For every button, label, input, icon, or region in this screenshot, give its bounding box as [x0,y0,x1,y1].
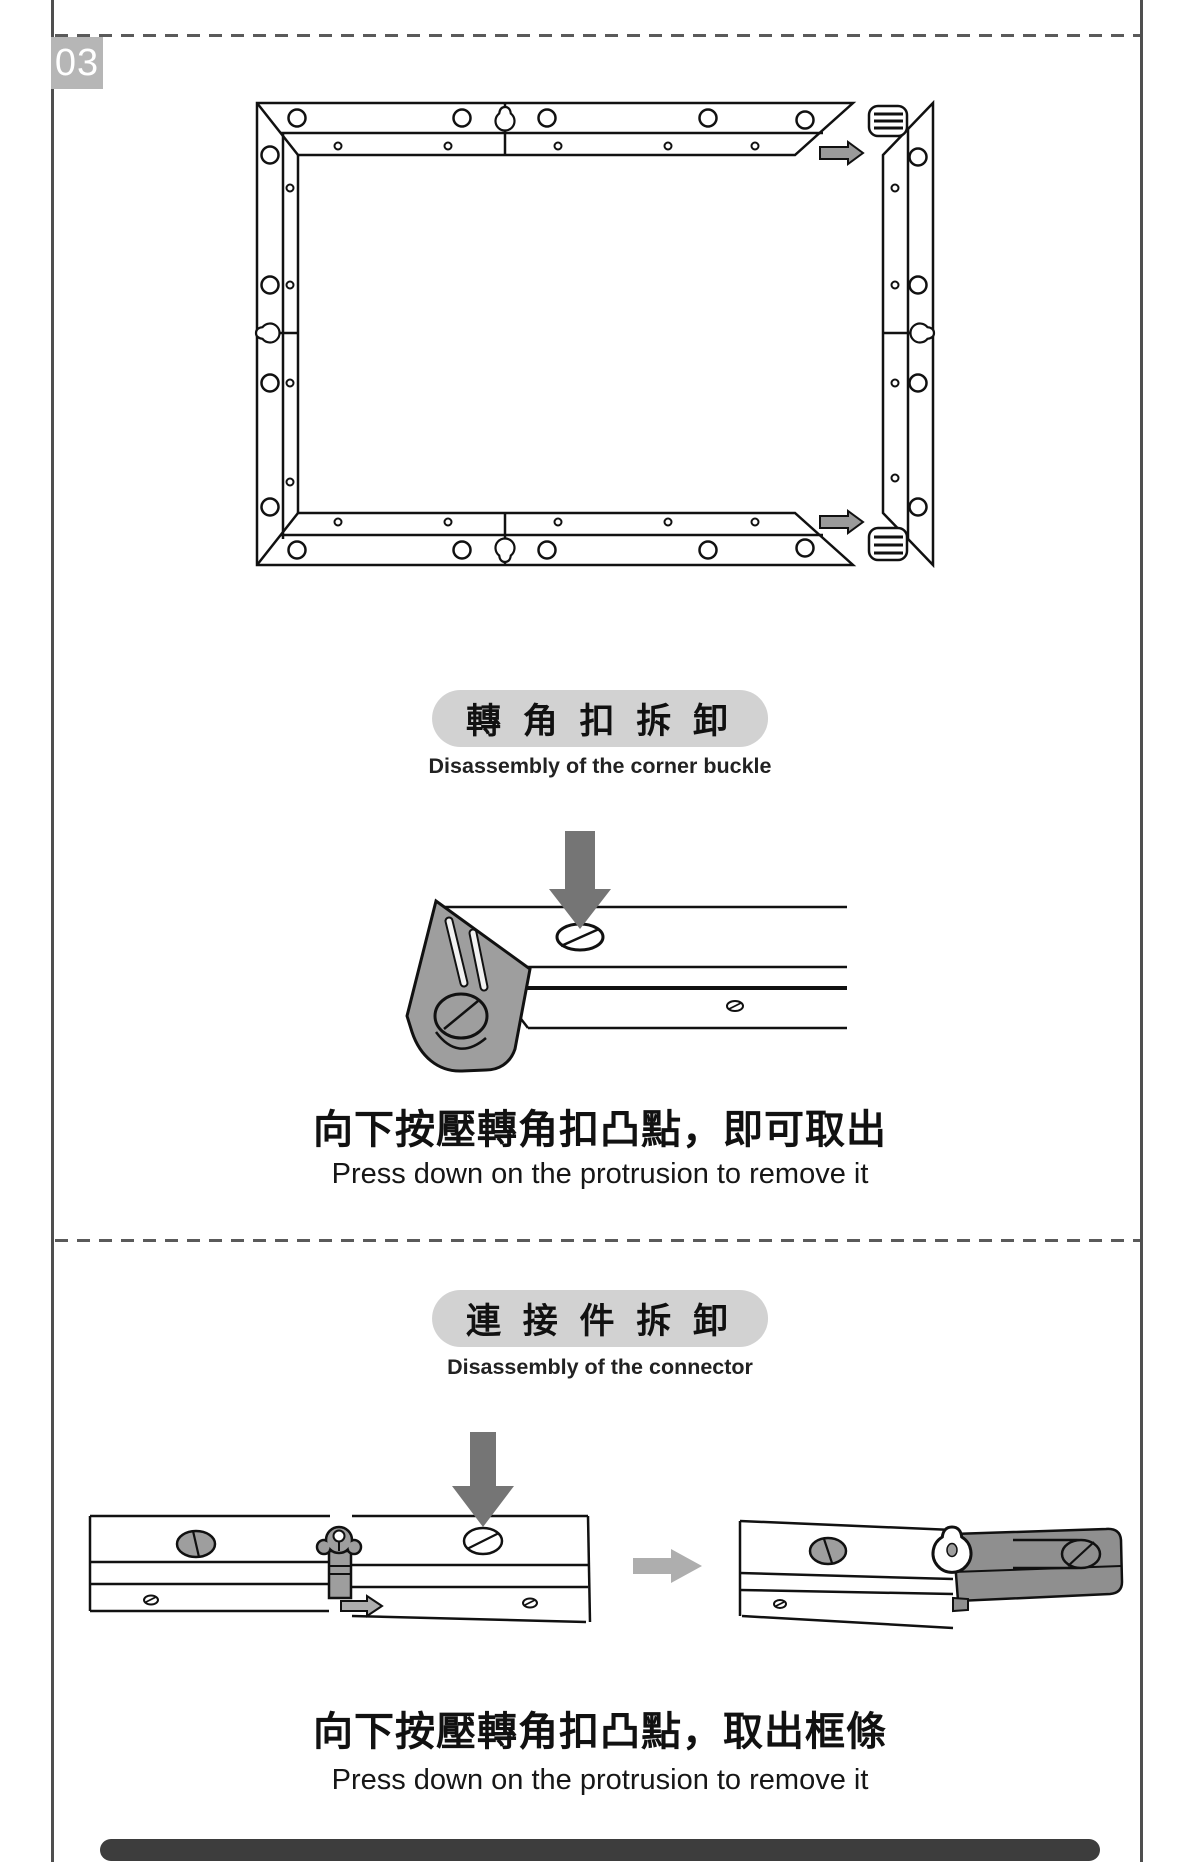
connector-block [951,1527,1124,1613]
caption-en-connector: Press down on the protrusion to remove i… [331,1764,869,1796]
corner-buckle-press-diagram [405,831,847,1073]
frame-holes-top [287,108,815,151]
section-pill-connector: 連 接 件 拆 卸 [432,1290,768,1347]
frame-holes-bottom [287,517,815,560]
page-number-tab: 03 [51,37,103,89]
keyhole-left-icon [254,322,281,344]
press-down-arrow-icon [452,1432,514,1527]
corner-buckle-top-icon [867,104,909,138]
page-number: 03 [54,41,100,84]
pill-label: 連 接 件 拆 卸 [466,1302,734,1341]
frame-holes-left [260,145,295,517]
frame-outline [255,101,857,567]
screw-head [808,1536,848,1566]
section-subtitle-corner-buckle: Disassembly of the corner buckle [428,754,772,778]
connector-clip [315,1525,363,1600]
frame-exploded-diagram [254,99,936,569]
pill-label: 轉 角 扣 拆 卸 [466,702,734,741]
keyhole-icon [931,1525,973,1574]
right-frame-bar [867,99,936,569]
move-right-arrow-icon [633,1549,702,1583]
footer-bar [100,1839,1100,1861]
page-border-left [51,0,54,1862]
caption-en-corner-buckle: Press down on the protrusion to remove i… [331,1158,869,1190]
corner-buckle-bottom-icon [867,526,909,562]
top-dashed-line [55,34,1140,37]
right-rail [738,1519,954,1630]
protrusion-hole [462,1526,504,1556]
keyhole-top-icon [494,105,516,132]
caption-zh-connector: 向下按壓轉角扣凸點，取出框條 [313,1710,887,1754]
keyhole-right-icon [909,322,936,344]
section-divider-dashed-line [55,1239,1140,1242]
left-rails [88,1514,592,1624]
caption-zh-corner-buckle: 向下按壓轉角扣凸點，即可取出 [313,1108,887,1152]
section-subtitle-connector: Disassembly of the connector [447,1355,753,1379]
slide-arrow-bottom-icon [819,509,865,535]
page-border-right [1140,0,1143,1862]
section-pill-corner-buckle: 轉 角 扣 拆 卸 [432,690,768,747]
slide-arrow-top-icon [819,140,865,166]
keyhole-bottom-icon [494,537,516,564]
clip-slide-arrow-icon [340,1594,384,1618]
press-down-arrow-icon [549,831,611,929]
corner-buckle-part [405,898,532,1073]
connector-press-diagram [88,1432,1124,1630]
screw-head [175,1529,217,1559]
